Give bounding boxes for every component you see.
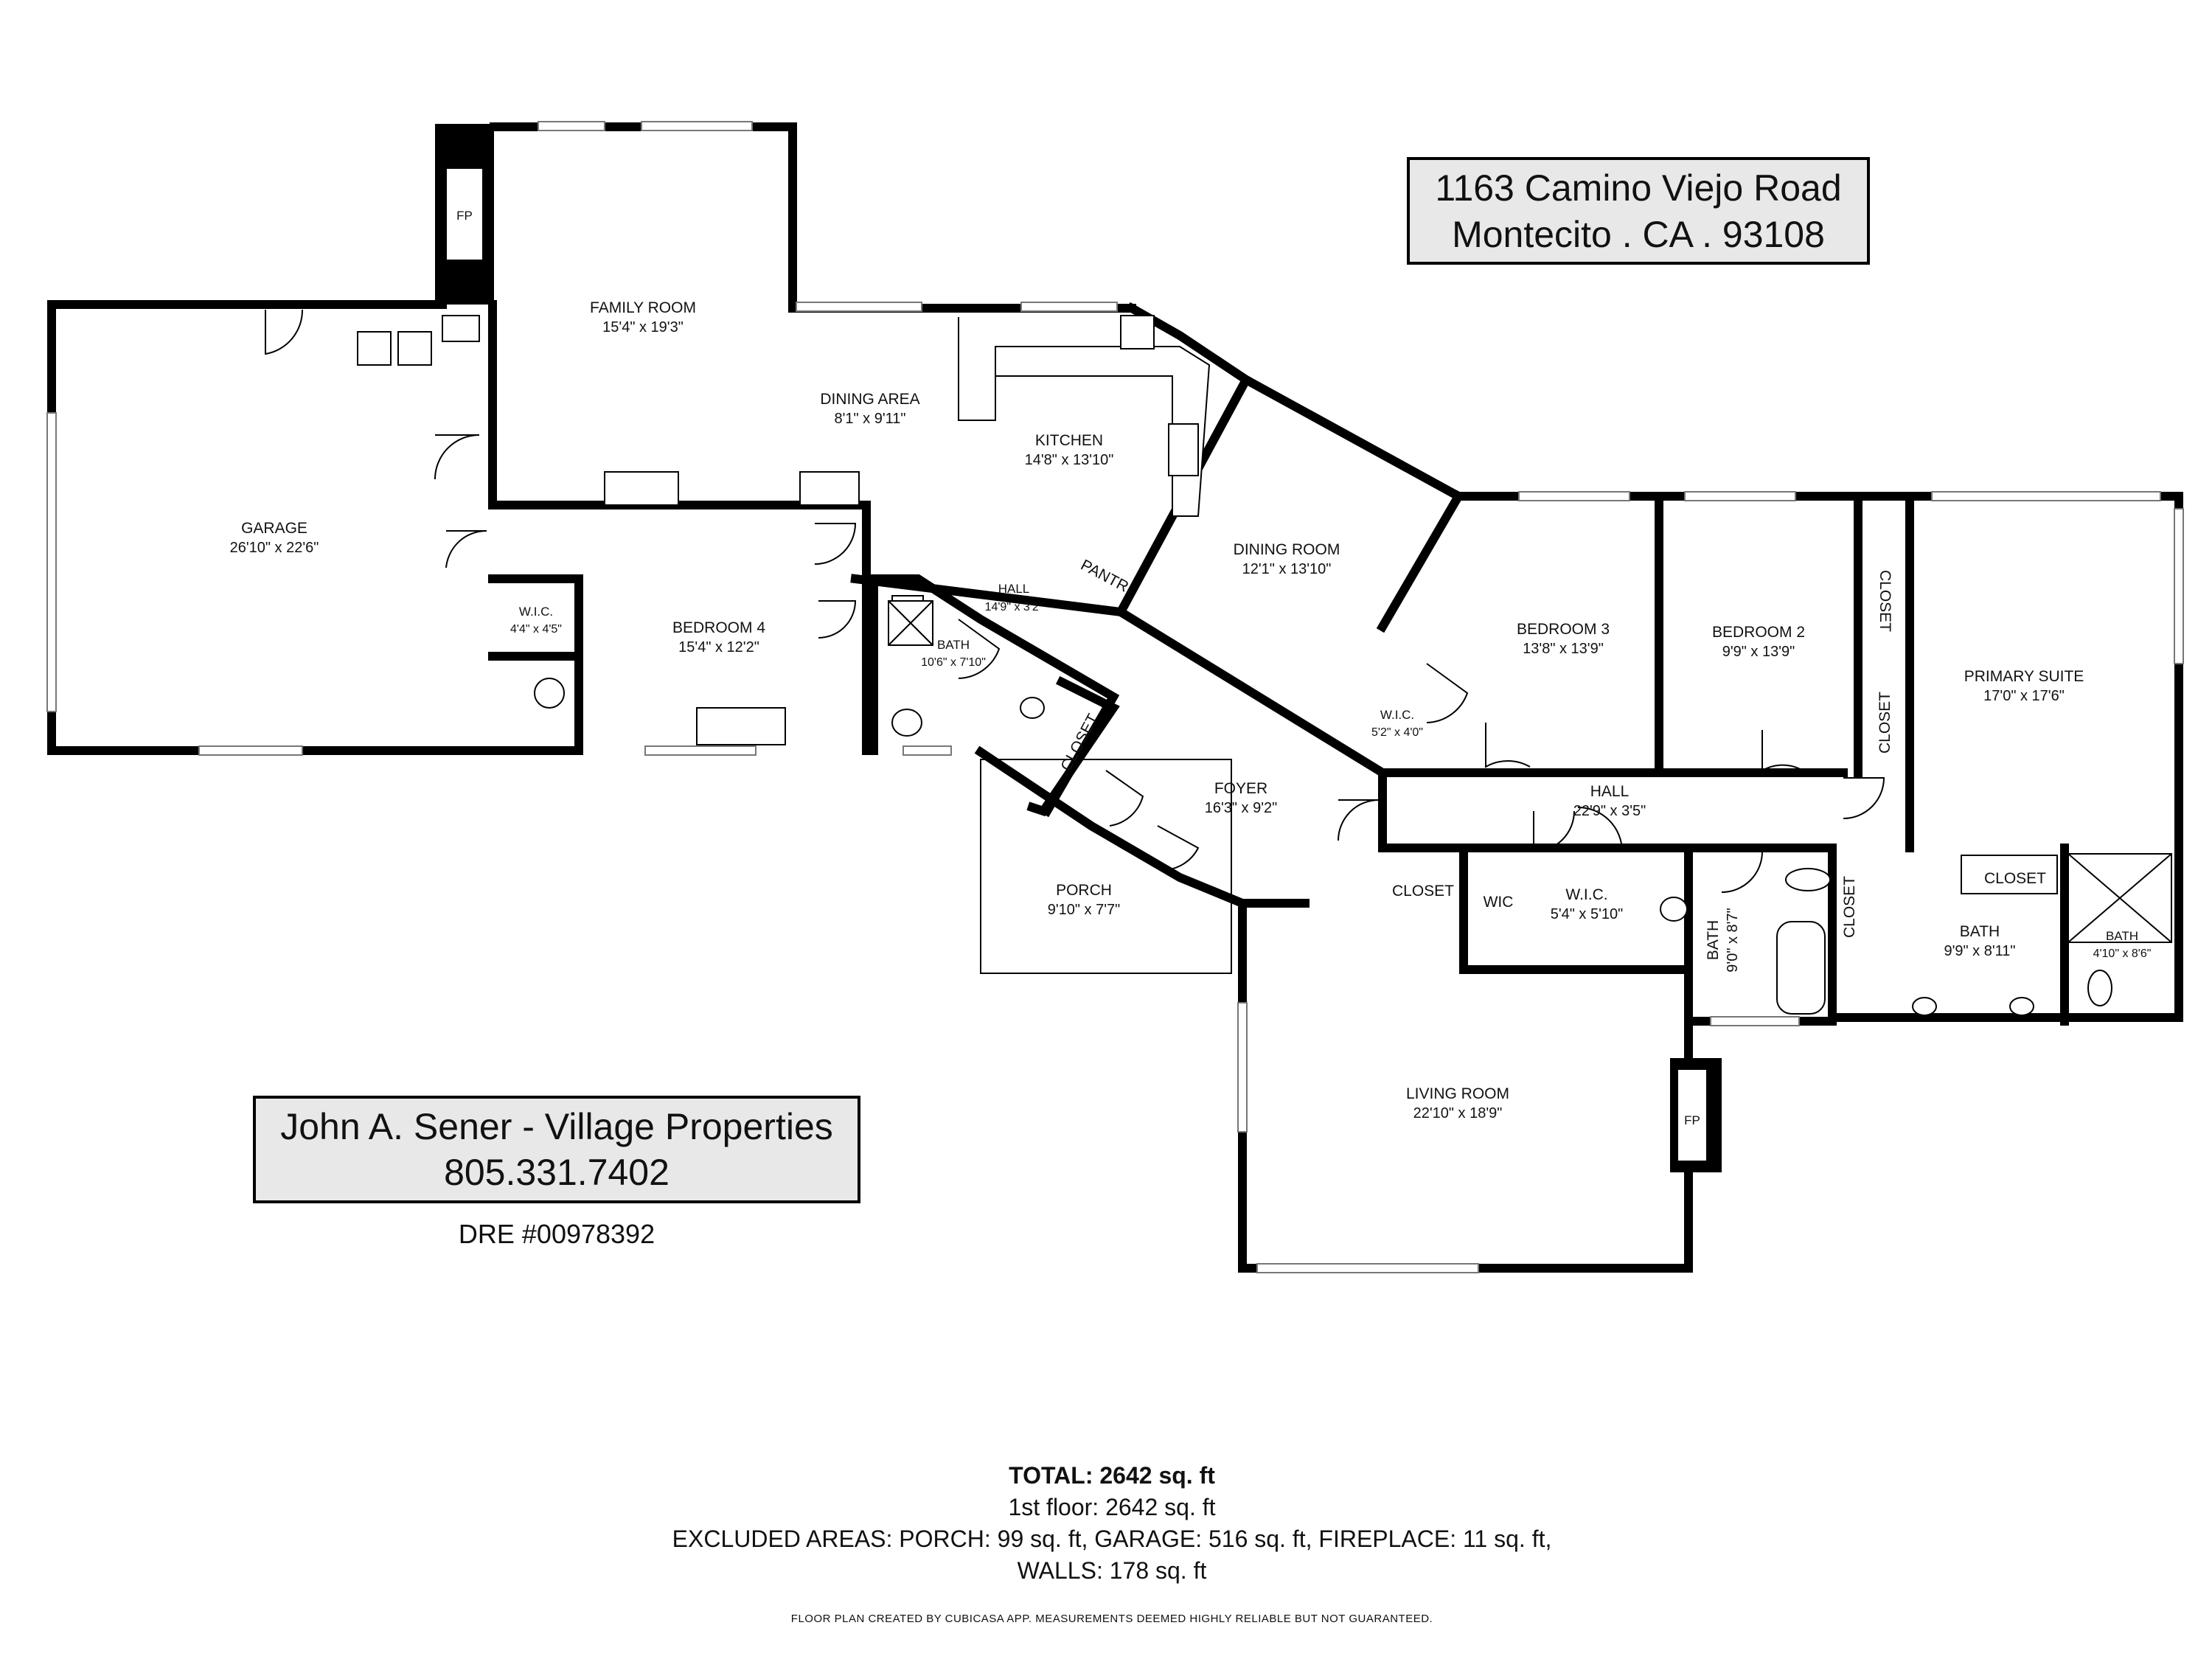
total-area: TOTAL: 2642 sq. ft <box>1009 1462 1215 1489</box>
dining-room-name: DINING ROOM <box>1234 541 1340 558</box>
dining-room-dim: 12'1" x 13'10" <box>1242 561 1332 577</box>
garage-name: GARAGE <box>241 520 307 537</box>
wic-left-dim: 4'4" x 4'5" <box>510 623 562 636</box>
dre-number: DRE #00978392 <box>459 1219 655 1249</box>
closet-bath-label: CLOSET <box>1841 876 1858 938</box>
room-labels: FAMILY ROOM 15'4" x 19'3" FP DINING AREA… <box>230 209 2152 1127</box>
wic-left-name: W.I.C. <box>519 605 553 619</box>
living-room-dim: 22'10" x 18'9" <box>1413 1105 1503 1121</box>
address-box: 1163 Camino Viejo Road Montecito . CA . … <box>1407 157 1870 265</box>
closet-hall-label: CLOSET <box>1392 883 1454 900</box>
porch-name: PORCH <box>1056 882 1112 899</box>
bath-small-name: BATH <box>2106 929 2138 943</box>
bath-primary-dim: 9'9" x 8'11" <box>1944 943 2015 959</box>
hall-left-name: HALL <box>998 582 1030 596</box>
bath-small-dim: 4'10" x 8'6" <box>2093 947 2152 960</box>
primary-suite-name: PRIMARY SUITE <box>1964 668 2084 685</box>
hall-left-dim: 14'9" x 3'2" <box>985 601 1043 613</box>
bath-mid-dim: 9'0" x 8'7" <box>1725 908 1741 972</box>
dining-area-dim: 8'1" x 9'11" <box>834 411 905 427</box>
wic-mid-name: W.I.C. <box>1380 708 1414 722</box>
porch-dim: 9'10" x 7'7" <box>1048 902 1121 918</box>
bath-left-dim: 10'6" x 7'10" <box>921 656 986 669</box>
doors <box>265 309 1885 893</box>
fp-left-label: FP <box>456 209 473 223</box>
fp-right-label: FP <box>1684 1113 1700 1127</box>
wic-mid-dim: 5'2" x 4'0" <box>1371 726 1423 739</box>
walls-area: WALLS: 178 sq. ft <box>1018 1557 1207 1584</box>
foyer-dim: 16'3" x 9'2" <box>1205 800 1278 816</box>
hall-right-dim: 22'9" x 3'5" <box>1573 803 1646 819</box>
family-room-name: FAMILY ROOM <box>590 299 696 316</box>
wic-right-name: W.I.C. <box>1565 886 1607 903</box>
bath-mid-name: BATH <box>1705 920 1722 960</box>
excluded-areas: EXCLUDED AREAS: PORCH: 99 sq. ft, GARAGE… <box>672 1526 1552 1552</box>
closet-primary-label: CLOSET <box>1984 870 2046 887</box>
garage-dim: 26'10" x 22'6" <box>230 540 319 556</box>
closet-b2-label: CLOSET <box>1877 570 1893 632</box>
closet-b2b-label: CLOSET <box>1877 692 1893 754</box>
address-line1: 1163 Camino Viejo Road <box>1435 167 1841 209</box>
bath-primary-name: BATH <box>1960 923 2000 940</box>
pantry-label: PANTR <box>1078 557 1131 596</box>
bath-left-name: BATH <box>937 638 970 652</box>
kitchen-name: KITCHEN <box>1035 432 1103 449</box>
foyer-name: FOYER <box>1214 780 1267 797</box>
totals: TOTAL: 2642 sq. ft 1st floor: 2642 sq. f… <box>672 1462 1552 1625</box>
windows <box>46 121 2184 1273</box>
bedroom4-name: BEDROOM 4 <box>672 619 765 636</box>
bedroom4-dim: 15'4" x 12'2" <box>678 639 759 655</box>
bedroom3-name: BEDROOM 3 <box>1517 621 1610 638</box>
disclaimer: FLOOR PLAN CREATED BY CUBICASA APP. MEAS… <box>791 1613 1433 1625</box>
bedroom2-dim: 9'9" x 13'9" <box>1722 644 1795 660</box>
walls <box>47 122 2183 1273</box>
primary-suite-dim: 17'0" x 17'6" <box>1983 688 2065 704</box>
first-floor-area: 1st floor: 2642 sq. ft <box>1008 1494 1215 1520</box>
address-line2: Montecito . CA . 93108 <box>1452 214 1825 255</box>
living-room-name: LIVING ROOM <box>1406 1085 1509 1102</box>
wic-small-label: WIC <box>1484 894 1514 911</box>
bedroom3-dim: 13'8" x 13'9" <box>1523 641 1604 657</box>
dining-area-name: DINING AREA <box>820 391 919 408</box>
bedroom2-name: BEDROOM 2 <box>1712 624 1805 641</box>
agent-name: John A. Sener - Village Properties <box>280 1106 833 1147</box>
kitchen-dim: 14'8" x 13'10" <box>1025 452 1114 468</box>
hall-right-name: HALL <box>1590 783 1630 800</box>
family-room-dim: 15'4" x 19'3" <box>602 319 684 335</box>
wic-right-dim: 5'4" x 5'10" <box>1551 906 1624 922</box>
fixtures <box>357 315 2172 1016</box>
agent-box: John A. Sener - Village Properties 805.3… <box>253 1096 860 1249</box>
agent-phone: 805.331.7402 <box>444 1152 669 1193</box>
